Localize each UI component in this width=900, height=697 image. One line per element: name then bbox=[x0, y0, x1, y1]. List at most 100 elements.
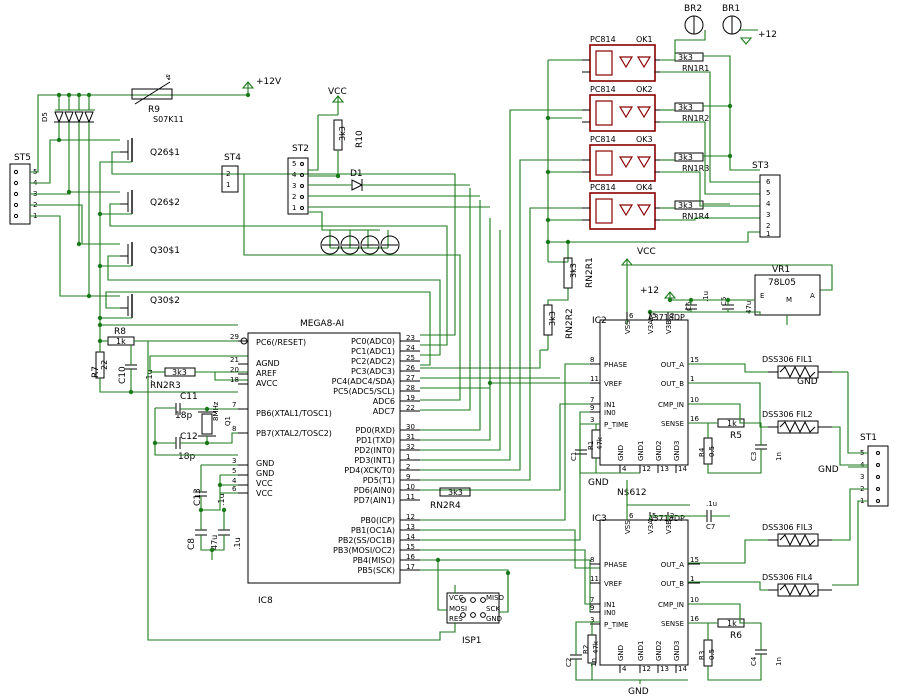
vr1-value: 78L05 bbox=[768, 278, 796, 288]
br2-label: BR2 bbox=[684, 4, 702, 14]
st3-pin: 2 bbox=[766, 222, 770, 230]
mcu-pin-number: 25 bbox=[406, 354, 415, 362]
q26-2-label: Q26$2 bbox=[150, 198, 180, 208]
mcu-pin-name: PB0(ICP) bbox=[361, 516, 395, 525]
mcu-pin-number: 17 bbox=[406, 563, 415, 571]
q26-1-label: Q26$1 bbox=[150, 148, 180, 158]
driver-pin-name: GND1 bbox=[637, 440, 645, 461]
c11-capacitor: C11 18p bbox=[175, 392, 198, 421]
driver-pin-number: 14 bbox=[678, 665, 687, 673]
transistor-q26-2: Q26$2 bbox=[120, 190, 180, 214]
c12-capacitor: C12 18p bbox=[175, 432, 198, 462]
driver-pin-name: GND2 bbox=[655, 640, 663, 661]
rn2r4-resistor: 3k3 RN2R4 bbox=[430, 487, 471, 511]
r1-resistor: 47k R1 bbox=[587, 429, 604, 459]
driver-pin-number: 4 bbox=[622, 465, 627, 473]
mcu-pin: PC1(ADC1)24 bbox=[351, 344, 420, 356]
q1-crystal: 8MHz Q1 bbox=[198, 401, 232, 437]
mcu-pin: PB3(MOSI/OC2)15 bbox=[333, 543, 420, 555]
c6-value: .1u bbox=[702, 291, 710, 302]
mcu-pin: PD0(RXD)30 bbox=[355, 423, 420, 435]
d1-label: D1 bbox=[350, 169, 363, 179]
r8-value: 1k bbox=[116, 337, 126, 346]
svg-text:PB6(XTAL1/TOSC1): PB6(XTAL1/TOSC1) bbox=[256, 409, 332, 418]
ic3-driver: PHASE8VREF11IN17IN09P_TIME3OUT_A15OUT_B1… bbox=[590, 512, 700, 673]
opto-resistor-value: 3k3 bbox=[678, 53, 693, 62]
r7-label: R7 bbox=[91, 366, 101, 378]
d5-label: D5 bbox=[41, 112, 49, 122]
driver-pin-name: IN0 bbox=[604, 609, 616, 617]
driver-pin-name: GND1 bbox=[637, 640, 645, 661]
opto-resistor-value: 3k3 bbox=[678, 103, 693, 112]
d1-diode: D1 bbox=[350, 169, 364, 191]
st2-pin: 2 bbox=[292, 193, 296, 201]
svg-text:VCC: VCC bbox=[256, 479, 273, 488]
r6-value: 1k bbox=[727, 619, 737, 628]
isp1-label: ISP1 bbox=[462, 636, 482, 646]
mcu-pin-number: 22 bbox=[406, 404, 415, 412]
opto-resistor-value: 3k3 bbox=[678, 153, 693, 162]
plus12-br-label: +12 bbox=[758, 30, 777, 40]
driver-pin-number: 15 bbox=[690, 356, 699, 364]
ic2-label: IC2 bbox=[592, 316, 607, 326]
mcu-pin: PD3(INT1)1 bbox=[354, 453, 420, 465]
st1-label: ST1 bbox=[860, 433, 877, 443]
vcc-mid-label: VCC bbox=[637, 247, 656, 257]
mcu-pin-number: 16 bbox=[406, 553, 415, 561]
c6-capacitor: C6 .1u bbox=[685, 291, 710, 311]
transistor-q30-1: Q30$1 bbox=[120, 242, 180, 266]
driver-pin-number: 15 bbox=[690, 556, 699, 564]
driver-pin-name: CMP_IN bbox=[658, 601, 684, 609]
driver-pin-name: VSS bbox=[624, 320, 632, 334]
driver-pin-number: 8 bbox=[590, 556, 594, 564]
n612-label: N$612 bbox=[617, 488, 647, 498]
br1-label: BR1 bbox=[722, 4, 740, 14]
mcu-pin-name: PB5(SCK) bbox=[357, 566, 395, 575]
svg-text:PB7(XTAL2/TOSC2): PB7(XTAL2/TOSC2) bbox=[256, 429, 332, 438]
svg-text:3: 3 bbox=[232, 457, 236, 465]
svg-text:AVCC: AVCC bbox=[256, 379, 278, 388]
rn2r1-resistor: 3k3 RN2R1 bbox=[563, 257, 595, 289]
q30-2-label: Q30$2 bbox=[150, 296, 180, 306]
r8-label: R8 bbox=[114, 327, 126, 337]
r4-label: R4 bbox=[698, 447, 706, 457]
r5-value: 1k bbox=[727, 419, 737, 428]
c8b-value: .1u bbox=[233, 537, 242, 550]
mcu-pin: GND3 bbox=[232, 457, 274, 468]
driver-pin-number: 16 bbox=[690, 415, 699, 423]
driver-pin-number: 8 bbox=[590, 356, 594, 364]
c12-value: 18p bbox=[178, 452, 195, 462]
c1-label: C1 bbox=[570, 452, 578, 461]
mcu-pin-name: PD4(XCK/T0) bbox=[344, 466, 395, 475]
svg-text:5: 5 bbox=[232, 467, 236, 475]
c8-capacitor: C8 47u .1u bbox=[187, 529, 242, 550]
mcu-pin: PD4(XCK/T0) 2 bbox=[344, 463, 420, 475]
mcu-pin-name: PB1(OC1A) bbox=[351, 526, 395, 535]
c3-capacitor: C3 1n bbox=[750, 444, 783, 461]
c4-value: 1n bbox=[775, 657, 783, 666]
mcu-pin-number: 2 bbox=[406, 463, 410, 471]
opto-type: PC814 bbox=[590, 135, 616, 144]
opto-ref: OK1 bbox=[636, 35, 653, 44]
st2-pin: 5 bbox=[292, 160, 296, 168]
driver-pin-name: GND3 bbox=[673, 440, 681, 461]
st4-connector: ST4 2 1 bbox=[221, 153, 241, 193]
driver-pin-name: SENSE bbox=[661, 420, 684, 428]
opto-resistor-label: RN1R3 bbox=[682, 164, 709, 173]
mcu-pin-name: PC5(ADC5/SCL) bbox=[333, 387, 395, 396]
plus12v-top-label: +12V bbox=[256, 77, 282, 87]
rn2r4-label: RN2R4 bbox=[430, 501, 461, 511]
plus12-mid-label: +12 bbox=[640, 286, 659, 296]
r5-label: R5 bbox=[730, 431, 742, 441]
driver-pin-number: 14 bbox=[678, 465, 687, 473]
driver-pin-number: 1 bbox=[690, 575, 694, 583]
c10-capacitor: C10 .1u bbox=[118, 364, 154, 384]
r1-value: 47k bbox=[596, 436, 604, 450]
c1-capacitor: C1 bbox=[570, 449, 587, 461]
